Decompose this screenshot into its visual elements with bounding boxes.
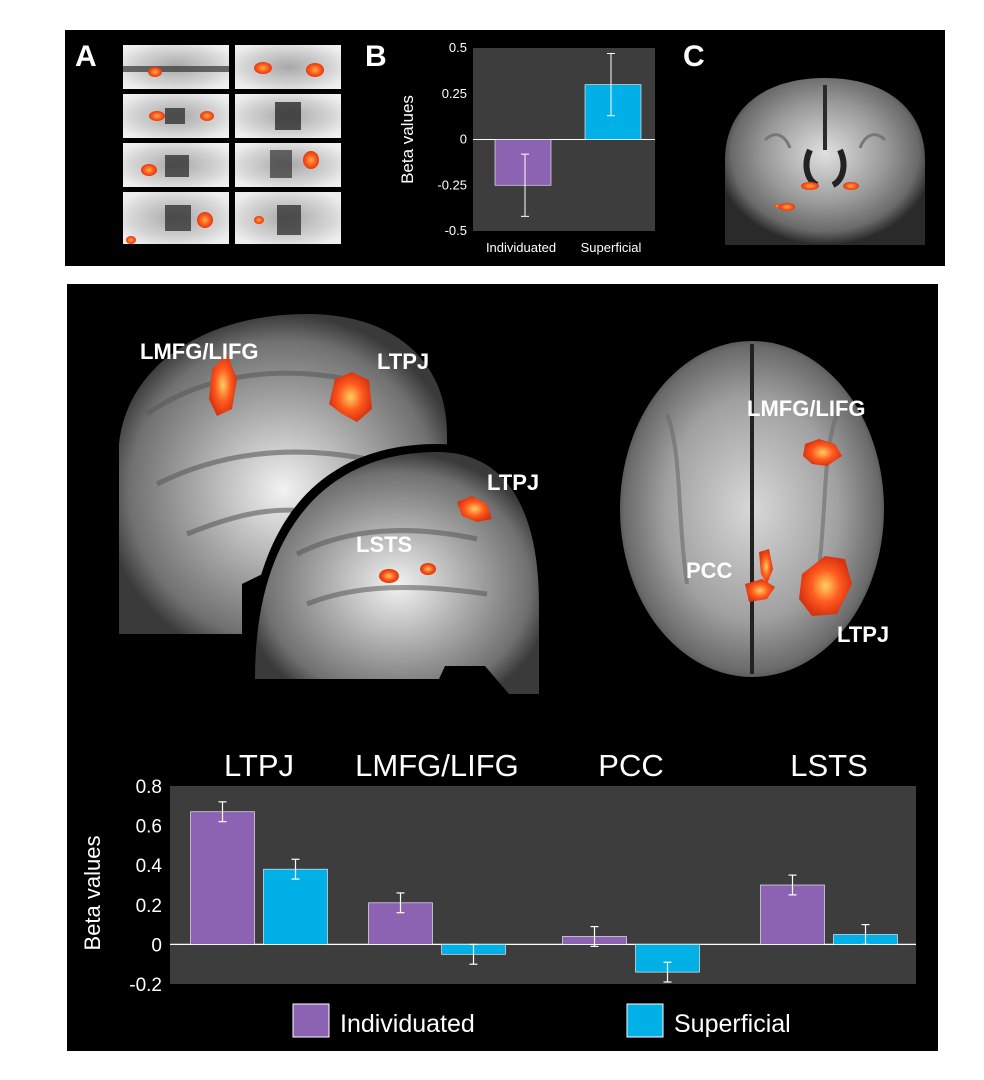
y-axis-label: Beta values <box>398 95 417 184</box>
activation-blob <box>303 151 319 169</box>
y-tick-label: -0.25 <box>437 177 467 192</box>
label-axial-ltpj: LTPJ <box>837 622 889 647</box>
activation-blob-ltpj <box>457 496 492 522</box>
bar-superficial <box>584 84 642 140</box>
y-tick-label: 0.6 <box>136 817 162 838</box>
activation-blob-ltpj <box>799 556 852 616</box>
y-tick-label: 0.5 <box>449 40 467 55</box>
panel-a-brain-slices: 0.5 0.25 0 -0.25 -0.5 Beta valuesIndividuated… <box>123 40 925 255</box>
label-sagittal2-lsts: LSTS <box>356 532 412 557</box>
group-title-pcc: PCC <box>598 748 663 783</box>
label-sagittal1-ltpj: LTPJ <box>377 349 429 374</box>
activation-blob <box>141 164 157 176</box>
slice-ventricle <box>165 108 185 124</box>
sulci <box>665 413 839 585</box>
legend-swatch-superficial <box>626 1003 664 1038</box>
label-axial-lmfg: LMFG/LIFG <box>747 396 866 421</box>
group-title-lsts: LSTS <box>790 748 868 783</box>
activation-blob-lmfg <box>209 354 237 416</box>
sagittal-brain-front: LTPJ LSTS <box>247 444 547 704</box>
label-sagittal1-lmfg: LMFG/LIFG <box>140 339 259 364</box>
chart-legend: Individuated Superficial <box>292 1003 791 1038</box>
activation-blob <box>200 111 214 121</box>
y-tick-label: 0.2 <box>136 896 162 917</box>
brain-renderings-and-chart: LMFG/LIFG LTPJ LTPJ LSTS LMFG/LIFG PCC L… <box>80 314 916 1038</box>
activation-blob-lsts <box>420 563 436 575</box>
top-figure-panel: A B C <box>65 30 945 266</box>
panel-b-chart: 0.5 0.25 0 -0.25 -0.5 Beta valuesIndividuated… <box>398 40 655 255</box>
slice-grid <box>123 45 341 244</box>
sulci <box>763 133 887 149</box>
activation-blob-ltpj <box>329 372 372 422</box>
activation-blob <box>843 182 859 190</box>
label-axial-pcc: PCC <box>686 558 733 583</box>
y-tick-label: -0.2 <box>129 975 162 996</box>
y-axis-label: Beta values <box>80 836 105 951</box>
activation-blob <box>774 204 780 208</box>
y-tick-label: -0.5 <box>445 223 467 238</box>
x-tick-label: Superficial <box>581 240 642 255</box>
activation-blob <box>126 236 136 244</box>
activation-blob <box>149 111 165 121</box>
group-title-ltpj: LTPJ <box>224 748 294 783</box>
slice-ventricle <box>275 102 301 130</box>
legend-swatch-individuated <box>292 1003 330 1038</box>
axial-brain: LMFG/LIFG PCC LTPJ <box>620 341 889 677</box>
legend-label-superficial: Superficial <box>674 1010 791 1038</box>
y-tick-label: 0 <box>460 132 467 147</box>
slice-ventricle <box>277 205 301 235</box>
panel-letter-c: C <box>683 40 705 73</box>
activation-blob-lmfg <box>803 439 842 466</box>
panel-letter-a: A <box>75 40 97 73</box>
bar-superficial <box>263 868 328 945</box>
bar-individuated <box>190 811 255 945</box>
activation-blob <box>306 63 324 77</box>
activation-blob <box>779 203 795 211</box>
bottom-figure-panel: LMFG/LIFG LTPJ LTPJ LSTS LMFG/LIFG PCC L… <box>67 284 938 1051</box>
group-title-lmfg-lifg: LMFG/LIFG <box>355 748 519 783</box>
activation-blob-lsts <box>379 569 399 583</box>
label-sagittal2-ltpj: LTPJ <box>487 470 539 495</box>
y-tick-label: 0.25 <box>442 86 467 101</box>
bar-individuated <box>494 139 552 186</box>
brain-slice <box>235 45 341 89</box>
slice-ventricle <box>165 155 189 177</box>
activation-blob <box>801 182 819 190</box>
y-tick-label: 0.4 <box>136 856 163 877</box>
activation-blob <box>197 212 213 228</box>
gyri <box>295 528 488 607</box>
legend-label-individuated: Individuated <box>340 1010 475 1038</box>
activation-blob <box>254 216 264 224</box>
slice-ventricle <box>165 205 191 231</box>
panel-c-coronal-brain <box>725 78 925 245</box>
activation-blob-pcc <box>745 579 775 602</box>
activation-blob <box>254 62 272 74</box>
slice-ventricle <box>270 150 292 178</box>
coronal-brain-shape <box>725 78 925 245</box>
activation-blob <box>148 67 162 77</box>
slice-ventricle <box>123 66 229 72</box>
y-tick-label: 0 <box>151 935 162 956</box>
y-tick-label: 0.8 <box>136 777 162 798</box>
activation-blob-pcc <box>759 549 773 584</box>
panel-letter-b: B <box>365 40 387 73</box>
x-tick-label: Individuated <box>486 240 556 255</box>
main-bar-chart: 0.8 0.6 0.4 0.2 0 -0.2 Beta values LTPJ LMFG/LIF… <box>80 748 916 1038</box>
